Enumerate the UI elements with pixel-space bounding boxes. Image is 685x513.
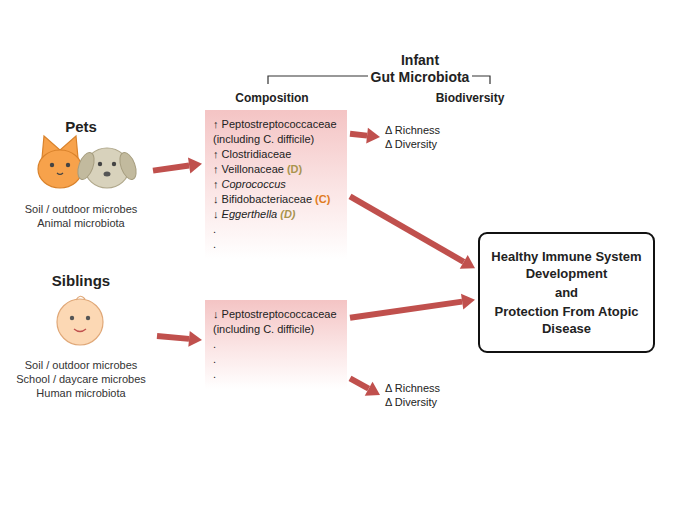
- node-text: .: [213, 222, 339, 237]
- cat-icon: [38, 136, 82, 188]
- arrow-connector: [157, 331, 202, 347]
- baby-icon: [57, 296, 103, 345]
- node-text: Δ Diversity: [385, 395, 461, 409]
- node-text: ↑ Coprococcus: [213, 177, 339, 192]
- node-text: ↑ Peptostreptococcaceae (including C. di…: [213, 117, 339, 147]
- dog-icon: [75, 148, 140, 188]
- composition-box: ↑ Peptostreptococcaceae (including C. di…: [205, 110, 347, 259]
- node-text: Siblings: [52, 272, 110, 289]
- composition-box: ↓ Peptostreptococcaceae (including C. di…: [205, 300, 347, 389]
- node-text: .: [213, 352, 339, 367]
- node-text: .: [213, 337, 339, 352]
- node-text: and: [488, 284, 645, 301]
- arrow-connector: [350, 294, 475, 318]
- node-text: Pets: [65, 118, 97, 135]
- node-text: Δ Richness: [385, 123, 461, 137]
- node-text: ↓ Bifidobacteriaceae(C): [213, 192, 339, 207]
- node-text: ↑ Clostridiaceae: [213, 147, 339, 162]
- arrow-connector: [350, 378, 380, 395]
- node-text: ↓ Eggerthella(D): [213, 207, 339, 222]
- column-header: Composition: [235, 91, 308, 105]
- biodiversity-note: Δ RichnessΔ Diversity: [383, 122, 463, 152]
- biodiversity-note: Δ RichnessΔ Diversity: [383, 380, 463, 410]
- annotation-letter: (C): [315, 193, 330, 205]
- node-text: ↓ Peptostreptococcaceae (including C. di…: [213, 307, 339, 337]
- node-text: .: [213, 237, 339, 252]
- heading: Gut Microbiota: [371, 69, 470, 85]
- node-text: Soil / outdoor microbes School / daycare…: [8, 358, 154, 400]
- heading: Infant: [401, 52, 439, 68]
- node-text: Δ Richness: [385, 381, 461, 395]
- outcome-box: Healthy Immune System Development andProt…: [478, 232, 655, 353]
- node-text: Protection From Atopic Disease: [488, 303, 645, 337]
- node-text: Δ Diversity: [385, 137, 461, 151]
- node-text: Healthy Immune System Development: [488, 248, 645, 282]
- annotation-letter: (D): [280, 208, 295, 220]
- arrow-connector: [350, 196, 475, 268]
- column-header: Biodiversity: [436, 91, 505, 105]
- source-group: PetsSoil / outdoor microbes Animal micro…: [12, 118, 150, 230]
- node-text: Soil / outdoor microbes Animal microbiot…: [12, 202, 150, 230]
- source-group: SiblingsSoil / outdoor microbes School /…: [8, 272, 154, 400]
- arrow-connector: [153, 158, 202, 174]
- arrow-connector: [350, 128, 380, 144]
- node-text: .: [213, 367, 339, 382]
- annotation-letter: (D): [287, 163, 302, 175]
- node-text: ↑ Veillonaceae(D): [213, 162, 339, 177]
